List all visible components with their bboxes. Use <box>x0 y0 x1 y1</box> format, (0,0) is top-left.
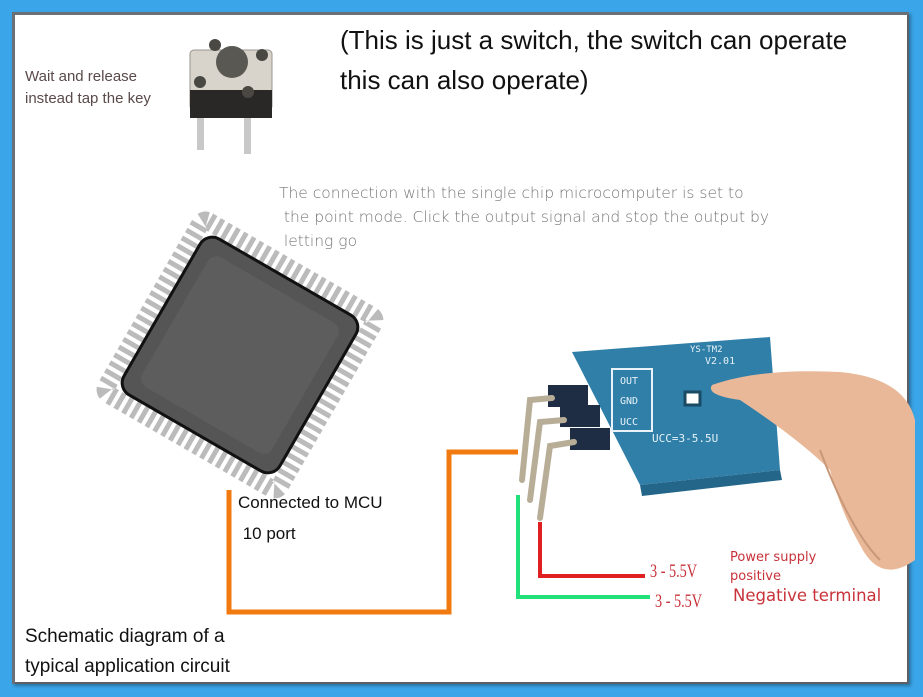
supply-marking: UCC=3-5.5U <box>652 432 718 445</box>
negative-wire <box>516 495 650 599</box>
signal-wire <box>226 449 518 615</box>
mcu-chip-icon <box>96 211 384 499</box>
power-terminal-label: Power supply positive <box>730 550 817 584</box>
negative-voltage-label: 3 - 5.5V <box>655 591 703 612</box>
finger-icon <box>710 371 915 570</box>
module-model: YS-TM2 <box>690 345 723 355</box>
touch-sensor-module: OUT GND UCC UCC=3-5.5U YS-TM2 V2.01 <box>519 337 782 521</box>
power-wire <box>538 522 645 578</box>
pin-label-out: OUT <box>620 376 638 387</box>
connection-note: The connection with the single chip micr… <box>279 184 769 250</box>
touch-pad <box>683 390 702 407</box>
key-instruction: Wait and release instead tap the key <box>25 68 151 107</box>
mcu-port-label: Connected to MCU 10 port <box>238 493 383 543</box>
negative-terminal-label: Negative terminal <box>733 586 882 605</box>
power-voltage-label: 3 - 5.5V <box>650 561 698 582</box>
module-version: V2.01 <box>705 356 735 367</box>
tactile-switch-icon <box>189 39 273 154</box>
diagram-caption: Schematic diagram of a typical applicati… <box>25 626 230 677</box>
pin-label-vcc: UCC <box>620 417 638 428</box>
pin-label-gnd: GND <box>620 396 638 407</box>
header-note: (This is just a switch, the switch can o… <box>340 25 848 95</box>
